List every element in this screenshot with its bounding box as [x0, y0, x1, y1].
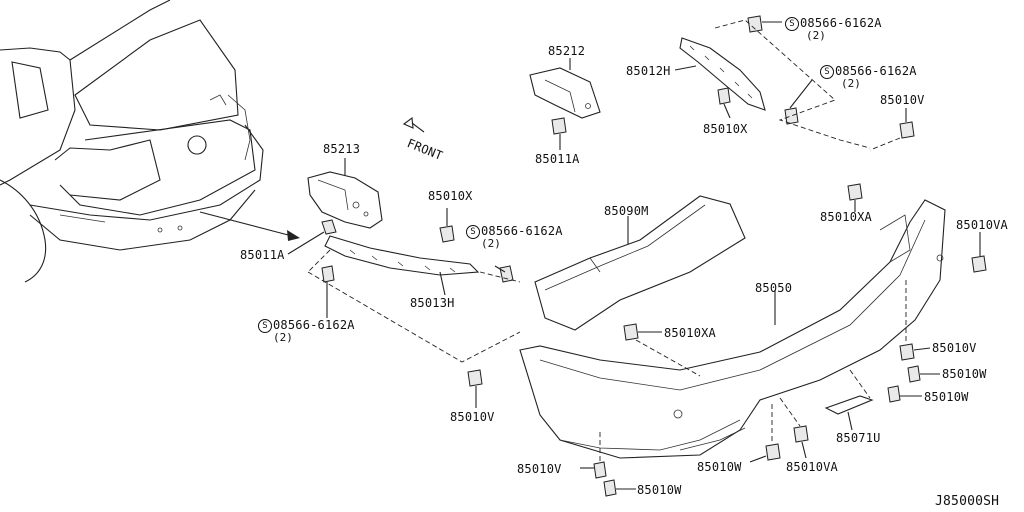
fastener-85010v-left — [467, 369, 483, 408]
label-85010v-bottom: 85010V — [517, 462, 562, 476]
fastener-85010va-center — [779, 397, 809, 459]
fastener-85010va-right — [971, 232, 987, 273]
screw-left-mid — [494, 265, 514, 283]
label-85010v-upper-right: 85010V — [880, 93, 925, 107]
label-85012h: 85012H — [626, 64, 671, 78]
pointer-arrow — [199, 211, 300, 241]
label-85010w-right-a: 85010W — [942, 367, 987, 381]
bracket-85013h — [324, 235, 480, 296]
label-85213: 85213 — [323, 142, 361, 156]
label-85011a-left: 85011A — [240, 248, 285, 262]
screw-symbol-icon: S — [466, 225, 480, 239]
label-85090m: 85090M — [604, 204, 649, 218]
label-85010va-right: 85010VA — [956, 218, 1008, 232]
label-85013h: 85013H — [410, 296, 455, 310]
fastener-85010w-bottom — [603, 479, 636, 497]
label-85212: 85212 — [548, 44, 586, 58]
screw-right-top — [747, 15, 782, 33]
fastener-85010w-center — [749, 404, 781, 463]
clip-85010x-left — [439, 208, 455, 243]
front-direction-arrow — [402, 116, 425, 133]
label-85011a-right: 85011A — [535, 152, 580, 166]
label-screw-left-low-part: 08566-6162A — [273, 318, 355, 332]
catalog-code: J85000SH — [935, 494, 1000, 509]
label-85010xa-center: 85010XA — [664, 326, 716, 340]
label-85010xa-right: 85010XA — [820, 210, 872, 224]
label-screw-left-mid-part: 08566-6162A — [481, 224, 563, 238]
clip-85011a-right — [551, 117, 567, 150]
clip-85011a-left — [287, 219, 337, 255]
trim-85071u — [824, 369, 874, 431]
bumper-fascia-85050 — [519, 199, 946, 459]
label-screw-right-mid-qty: (2) — [841, 77, 861, 90]
label-85010w-center: 85010W — [697, 460, 742, 474]
bracket-85213 — [307, 158, 383, 229]
absorber-85090m — [534, 195, 746, 331]
bracket-85012h — [674, 37, 766, 111]
clip-85010x-right — [717, 87, 731, 119]
label-85050: 85050 — [755, 281, 793, 295]
label-screw-left-low-qty: (2) — [273, 331, 293, 344]
fastener-85010w-right-a — [907, 365, 940, 383]
screw-symbol-icon: S — [258, 319, 272, 333]
label-screw-right-top-part: 08566-6162A — [800, 16, 882, 30]
label-85071u: 85071U — [836, 431, 881, 445]
screw-symbol-icon: S — [820, 65, 834, 79]
clip-85010xa-right — [847, 183, 863, 212]
label-85010va-center: 85010VA — [786, 460, 838, 474]
clip-85010xa-center — [623, 323, 701, 377]
label-85010w-right-b: 85010W — [924, 390, 969, 404]
label-85010x-right: 85010X — [703, 122, 748, 136]
screw-left-low — [321, 265, 335, 318]
bracket-85212 — [529, 58, 601, 119]
screw-right-mid — [784, 79, 813, 125]
label-85010v-left: 85010V — [450, 410, 495, 424]
vehicle-rear-outline — [0, 0, 264, 283]
label-85010w-bottom: 85010W — [637, 483, 682, 497]
screw-symbol-icon: S — [785, 17, 799, 31]
fastener-85010v-right — [899, 280, 931, 361]
label-screw-left-mid-qty: (2) — [481, 237, 501, 250]
label-screw-right-mid-part: 08566-6162A — [835, 64, 917, 78]
fastener-85010w-right-b — [887, 385, 922, 403]
label-screw-right-top-qty: (2) — [806, 29, 826, 42]
label-85010x-left: 85010X — [428, 189, 473, 203]
label-85010v-right: 85010V — [932, 341, 977, 355]
fastener-85010v-upper-right — [869, 108, 915, 151]
fastener-85010v-bottom — [580, 432, 607, 479]
